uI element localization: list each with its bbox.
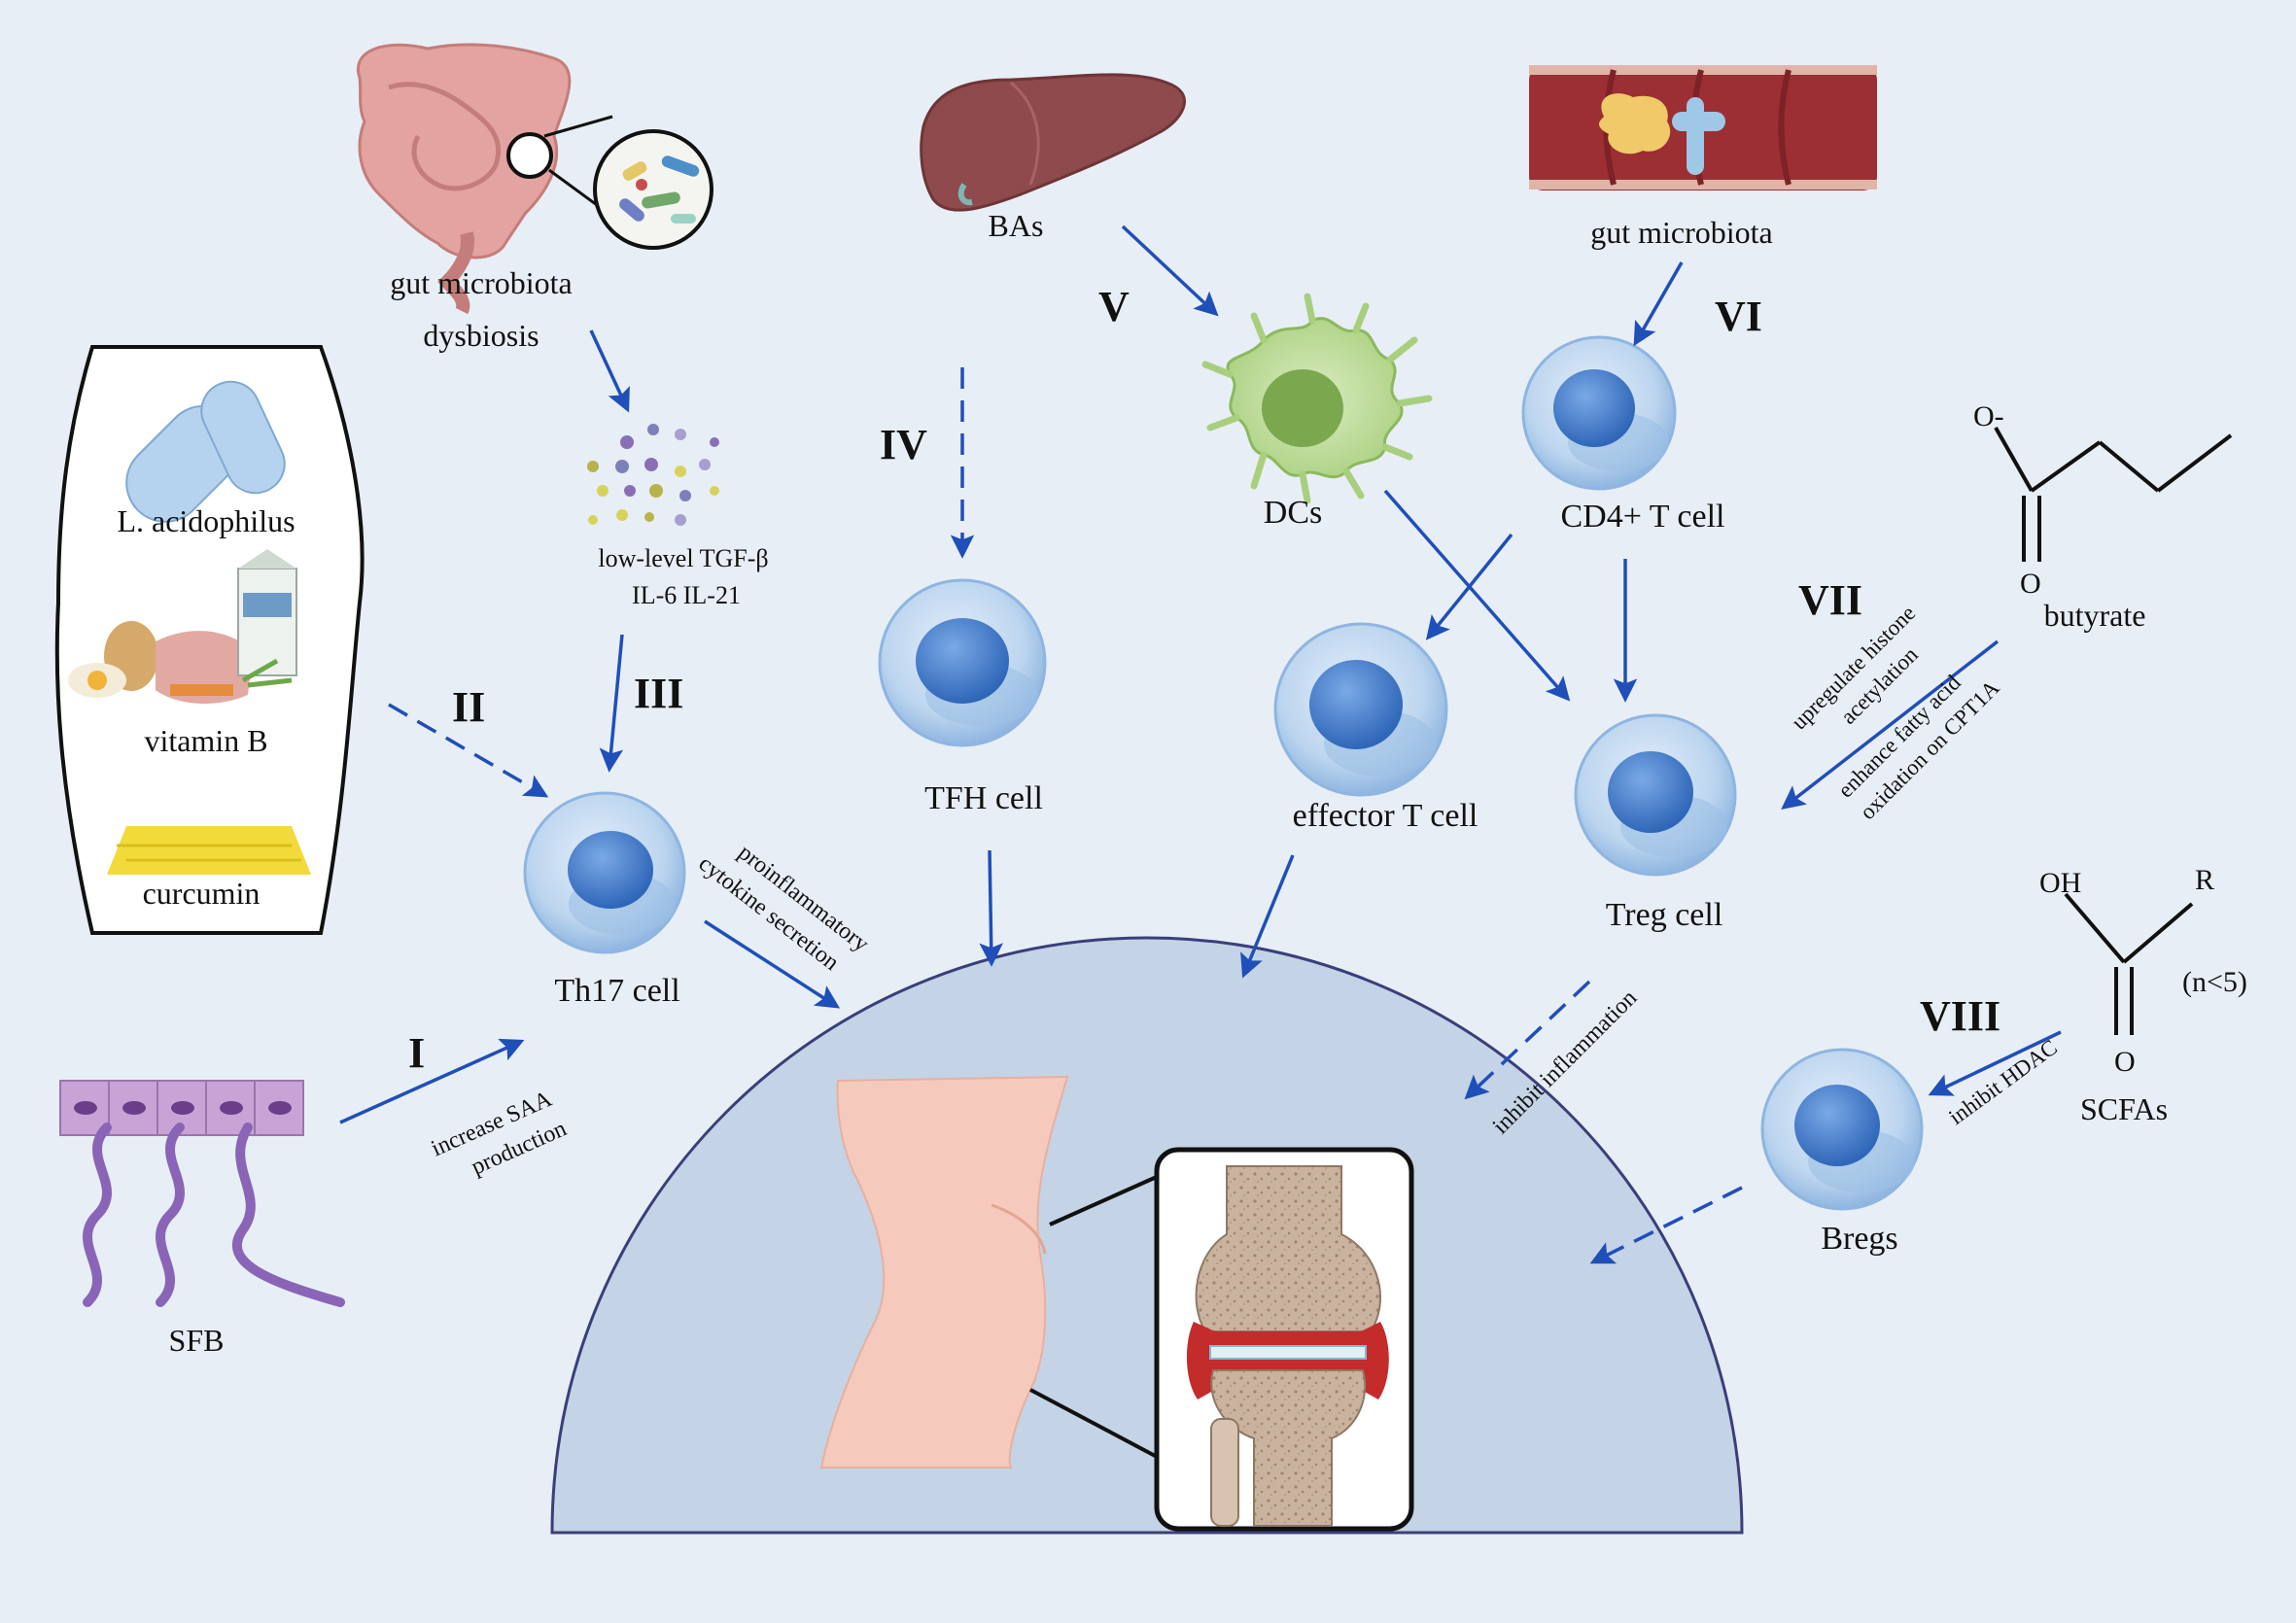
label-vitamin-b: vitamin B [144,723,267,758]
chem-o-minus: O- [1973,400,2004,432]
arrow-bregs-joint [1589,1186,1743,1264]
arrow-i [339,1038,525,1124]
treg-cell [1574,713,1737,877]
knee-joint-inset [1154,1147,1414,1532]
arrow-viii [1928,1030,2062,1096]
arrows [339,224,2062,1264]
roman-i: I [408,1029,425,1077]
label-butyrate: butyrate [2044,598,2146,633]
roman-v: V [1098,283,1130,330]
label-gut-dysbiosis-1: gut microbiota [390,265,573,300]
scfa-structure [2064,892,2194,1035]
label-tfh: TFH cell [924,780,1043,816]
label-cytokines-1: low-level TGF-β [598,544,768,572]
roman-iv: IV [880,421,927,468]
supplement-panel [54,345,365,935]
chem-o2: O [2114,1046,2136,1078]
label-l-acidophilus: L. acidophilus [117,503,295,538]
annot-hdac: inhibit HDAC [1944,1035,2062,1129]
chem-o1: O [2020,568,2041,600]
label-dcs: DCs [1264,495,1322,531]
label-cd4: CD4+ T cell [1560,499,1724,535]
arrow-th17-joint [704,919,841,1009]
arrow-vi [1633,261,1684,347]
bregs-cell [1760,1048,1924,1211]
label-curcumin: curcumin [143,876,261,911]
arrow-cd4-effector [1425,533,1513,640]
intestine-illustration [356,43,713,315]
label-gut-dysbiosis-2: dysbiosis [423,318,539,353]
roman-iii: III [634,670,683,717]
cytokine-particles [587,424,719,526]
arrow-vii [1781,639,2000,811]
dendritic-cell [1201,293,1433,504]
knee-leg [819,1075,1160,1468]
arrow-v [1121,224,1219,317]
cd4-t-cell [1521,335,1677,491]
arrow-ii [388,703,549,798]
arrow-tfh-joint [979,849,1003,967]
arrow-iii [599,634,624,773]
tfh-cell [878,578,1047,747]
sfb-illustration [59,1080,345,1307]
chem-oh: OH [2039,867,2081,899]
label-sfb: SFB [169,1323,225,1358]
label-bas: BAs [989,208,1044,243]
label-effector: effector T cell [1293,798,1478,834]
roman-vi: VI [1715,293,1762,340]
arrow-dysbiosis [589,329,630,413]
label-scfas: SCFAs [2080,1091,2168,1126]
chem-n-lt-5: (n<5) [2182,966,2247,998]
gut-segment-illustration [1529,65,1877,190]
arrow-dc-treg [1383,489,1571,702]
joint-dome [550,936,1744,1535]
effector-t-cell [1273,622,1448,797]
arrow-effector-joint [1240,854,1295,979]
label-cytokines-2: IL-6 IL-21 [632,581,741,609]
chem-r: R [2195,864,2214,896]
roman-viii: VIII [1920,992,2000,1040]
roman-ii: II [452,683,485,731]
arrow-treg-joint [1464,980,1591,1100]
roman-vii: VII [1798,576,1862,624]
butyrate-structure [1994,427,2233,562]
label-treg: Treg cell [1606,897,1723,933]
label-th17: Th17 cell [554,973,679,1009]
th17-cell [523,791,686,954]
liver-illustration [920,73,1186,212]
label-bregs: Bregs [1821,1221,1897,1257]
label-gut-microbiota: gut microbiota [1590,215,1773,250]
